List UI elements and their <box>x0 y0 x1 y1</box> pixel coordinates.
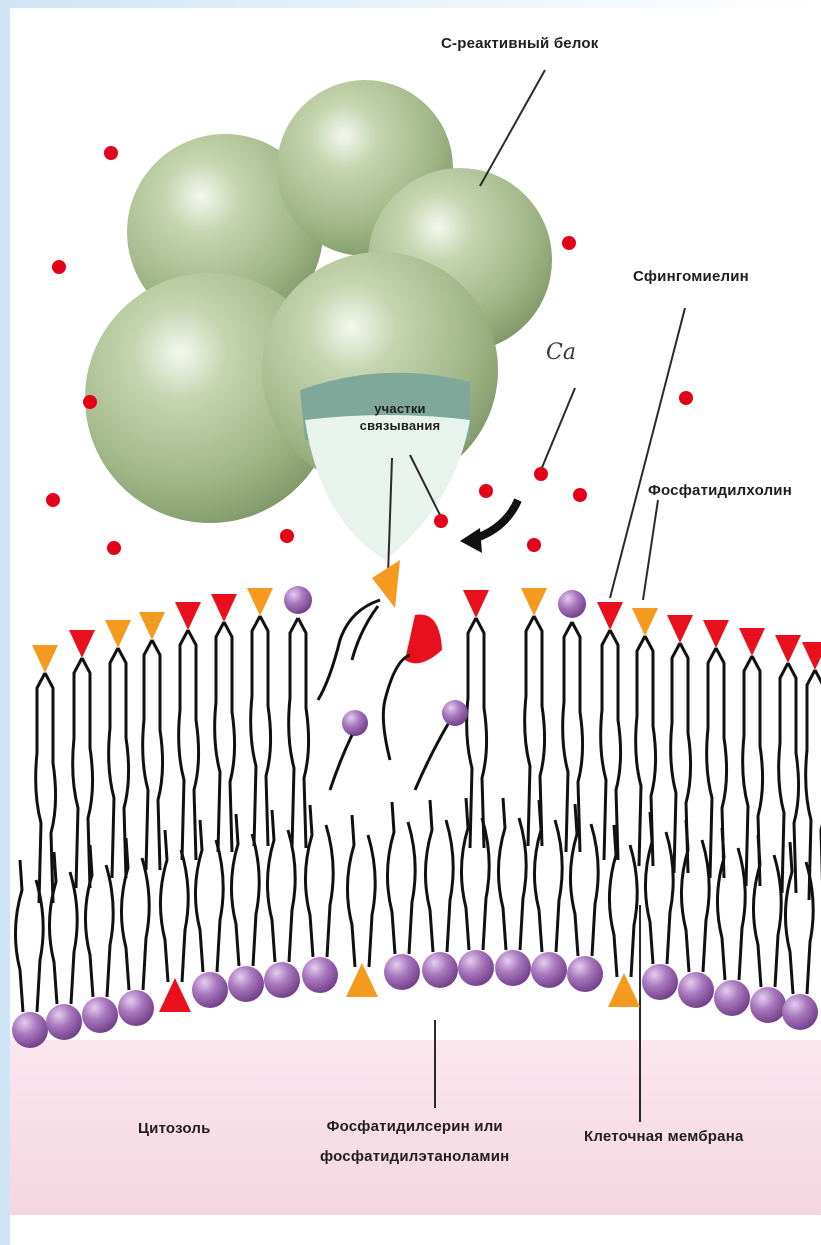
sphingomyelin-head <box>211 594 237 622</box>
lipid-tails <box>601 630 621 860</box>
phosphatidylcholine-head <box>346 963 378 997</box>
lipid-tails <box>347 815 375 967</box>
sphingomyelin-head <box>597 602 623 630</box>
sphingomyelin-head <box>405 614 442 663</box>
phosphatidylcholine-head <box>521 588 547 616</box>
sphingomyelin-head <box>775 635 801 663</box>
ps-pe-head <box>531 952 567 988</box>
ps-pe-head <box>750 987 786 1023</box>
ps-pe-head <box>302 957 338 993</box>
label-cytosol: Цитозоль <box>138 1120 211 1137</box>
ps-pe-head <box>118 990 154 1026</box>
label-ps-pe-line2: фосфатидилэтаноламин <box>320 1142 509 1172</box>
ps-pe-head <box>678 972 714 1008</box>
phosphatidylcholine-head <box>632 608 658 636</box>
ps-pe-head <box>782 994 818 1030</box>
label-cell-membrane: Клеточная мембрана <box>584 1128 744 1145</box>
phosphatidylcholine-head <box>139 612 165 640</box>
lipid-tails <box>425 800 453 952</box>
ps-pe-head <box>567 956 603 992</box>
lipid-tails <box>498 798 526 950</box>
ps-pe-head <box>228 966 264 1002</box>
lipid-tails <box>645 812 673 964</box>
label-calcium: Ca <box>546 340 576 365</box>
phosphatidylcholine-head <box>608 973 640 1007</box>
lipid-tails <box>215 622 235 852</box>
sphingomyelin-head <box>667 615 693 643</box>
lipid-tails <box>251 616 271 846</box>
sphingomyelin-head <box>69 630 95 658</box>
ps-pe-head <box>264 962 300 998</box>
lipid-tails <box>160 830 188 982</box>
label-c-reactive-protein: С-реактивный белок <box>441 35 598 52</box>
lipid-tails <box>289 618 309 848</box>
phosphatidylcholine-head <box>247 588 273 616</box>
ps-pe-head <box>342 710 368 736</box>
lipid-tails <box>179 630 199 860</box>
ps-pe-head <box>192 972 228 1008</box>
lipid-tails <box>609 825 637 977</box>
binding-site-face <box>305 415 470 560</box>
ps-pe-head <box>714 980 750 1016</box>
lipid-tails <box>681 820 709 972</box>
curved-arrow-icon <box>460 528 482 553</box>
ps-pe-head <box>82 997 118 1033</box>
ps-pe-head <box>458 950 494 986</box>
lipid-tails <box>534 800 562 952</box>
ps-pe-head <box>46 1004 82 1040</box>
lipid-tails <box>461 798 489 950</box>
ps-pe-head <box>384 954 420 990</box>
sphingomyelin-head <box>159 978 191 1012</box>
lipid-tails <box>36 673 56 903</box>
label-binding-sites-line2: связывания <box>350 417 450 434</box>
phosphatidylcholine-head <box>32 645 58 673</box>
ps-pe-head <box>422 952 458 988</box>
label-binding-sites: участки связывания <box>350 400 450 434</box>
ps-pe-head <box>642 964 678 1000</box>
sphingomyelin-head <box>463 590 489 618</box>
lipid-tails <box>570 804 598 956</box>
lipid-tails <box>525 616 545 846</box>
ps-pe-head <box>12 1012 48 1048</box>
lipid-tails <box>143 640 163 870</box>
ps-pe-head <box>442 700 468 726</box>
lipid-tails <box>563 622 583 852</box>
label-phosphatidylcholine: Фосфатидилхолин <box>648 482 792 499</box>
lipid-tails <box>305 805 333 957</box>
lipid-tails <box>717 828 745 980</box>
lipid-tails <box>753 835 781 987</box>
ps-pe-head <box>495 950 531 986</box>
label-ps-pe-line1: Фосфатидилсерин или <box>320 1112 509 1142</box>
sphingomyelin-head <box>739 628 765 656</box>
label-binding-sites-line1: участки <box>350 400 450 417</box>
lipid-tails <box>467 618 487 848</box>
ps-pe-head <box>558 590 586 618</box>
sphingomyelin-head <box>175 602 201 630</box>
inner-leaflet <box>12 798 818 1048</box>
lipid-tails <box>779 663 799 893</box>
label-ps-pe: Фосфатидилсерин или фосфатидилэтаноламин <box>320 1112 509 1172</box>
phosphatidylcholine-head <box>105 620 131 648</box>
lipid-tails <box>387 802 415 954</box>
sphingomyelin-head <box>703 620 729 648</box>
sphingomyelin-head <box>802 642 821 670</box>
ps-pe-head <box>284 586 312 614</box>
bound-lipids <box>318 560 468 790</box>
label-sphingomyelin: Сфингомиелин <box>633 268 749 285</box>
